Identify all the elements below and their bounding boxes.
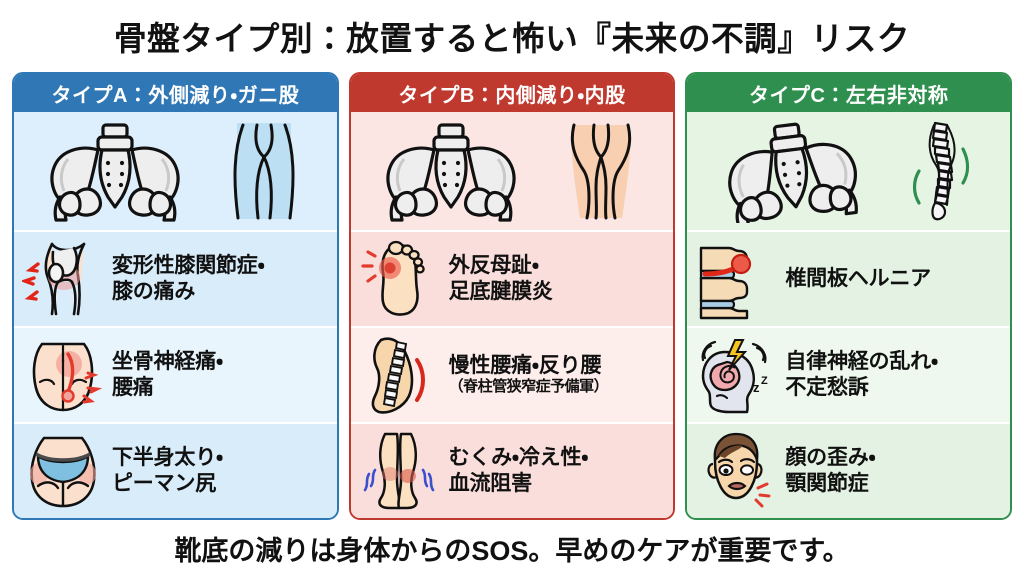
column-type-b: タイプB：内側減り・内股 [348,72,676,520]
risk-label-sub: （脊柱管狭窄症予備軍） [448,378,609,396]
risk-label-line2: 顎関節症 [785,472,869,495]
risk-label-line1: 変形性膝関節症・ [112,254,265,278]
footer-bar: 靴底の減りは身体からのSOS。早めのケアが重要です。 [0,520,1024,576]
swollen-legs-icon [357,428,443,514]
risk-label-line1: 顔の歪み・ [785,446,876,470]
face-jaw-pain-icon [693,428,779,514]
hero-illustration-type-b [350,112,674,230]
svg-text:z: z [753,380,760,395]
risk-label-line1: 坐骨神経痛・ [112,350,223,374]
risk-row: z Z 自律神経の乱れ・ 不定愁訴 [687,326,1011,422]
risk-list-type-a: 変形性膝関節症・ 膝の痛み [14,230,337,518]
risk-label-line1: 自律神経の乱れ・ [785,350,938,374]
hip-sciatic-nerve-icon [20,332,106,418]
risk-label-line1: 下半身太り・ [112,446,223,470]
risk-label-line1: 慢性腰痛・反り腰 [448,353,602,377]
risk-row: 慢性腰痛・反り腰 （脊柱管狭窄症予備軍） [350,326,674,422]
risk-label-line1: 椎間板ヘルニア [785,267,931,291]
risk-row: 坐骨神経痛・ 腰痛 [14,326,337,422]
risk-row: むくみ・冷え性・ 血流阻害 [350,422,674,518]
risk-label: 顔の歪み・ 顎関節症 [785,445,1002,496]
risk-label-line1: 外反母趾・ [448,254,539,278]
column-header-type-a: タイプA：外側減り・ガニ股 [14,74,337,112]
pelvis-tilted-icon [717,119,867,223]
risk-row: 下半身太り・ ピーマン尻 [14,422,337,518]
risk-label-line2: 膝の痛み [112,280,196,303]
risk-label: むくみ・冷え性・ 血流阻害 [449,445,666,496]
head-brain-stress-icon: z Z [693,332,779,418]
risk-list-type-c: 椎間板ヘルニア [687,230,1011,518]
bow-legs-icon [221,119,307,223]
column-type-c: タイプC：左右非対称 [685,72,1013,520]
spine-scoliosis-icon [905,119,977,223]
risk-row: 椎間板ヘルニア [687,230,1011,326]
risk-label: 自律神経の乱れ・ 不定愁訴 [785,349,1002,400]
page-title: 骨盤タイプ別：放置すると怖い『未来の不調』リスク [114,20,910,57]
vertebra-disc-hernia-icon [693,236,779,322]
foot-bunion-icon [357,236,443,322]
pelvis-front-icon [376,119,526,223]
risk-label-line2: ピーマン尻 [112,472,216,495]
risk-row: 変形性膝関節症・ 膝の痛み [14,230,337,326]
footer-message: 靴底の減りは身体からのSOS。早めのケアが重要です。 [174,535,850,566]
risk-label-line2: 血流阻害 [448,472,532,495]
risk-label-line2: 足底腱膜炎 [448,280,553,303]
pelvis-front-icon [40,119,190,223]
risk-label: 外反母趾・ 足底腱膜炎 [449,253,666,304]
risk-label: 変形性膝関節症・ 膝の痛み [112,253,329,304]
risk-row: 顔の歪み・ 顎関節症 [687,422,1011,518]
knock-knees-icon [558,119,644,223]
column-type-a: タイプA：外側減り・ガニ股 [12,72,339,520]
risk-label-line2: 腰痛 [112,376,154,399]
risk-label: 坐骨神経痛・ 腰痛 [112,349,329,400]
risk-label: 慢性腰痛・反り腰 （脊柱管狭窄症予備軍） [449,353,666,397]
type-columns: タイプA：外側減り・ガニ股 [0,72,1024,520]
hero-illustration-type-c [687,112,1011,230]
knee-joint-icon [20,236,106,322]
risk-row: 外反母趾・ 足底腱膜炎 [350,230,674,326]
title-bar: 骨盤タイプ別：放置すると怖い『未来の不調』リスク [0,0,1024,72]
column-header-type-b: タイプB：内側減り・内股 [350,74,674,112]
spine-side-curve-icon [357,332,443,418]
risk-label: 下半身太り・ ピーマン尻 [112,445,329,496]
risk-list-type-b: 外反母趾・ 足底腱膜炎 [350,230,674,518]
hero-illustration-type-a [14,112,337,230]
risk-label-line2: 不定愁訴 [785,376,869,399]
risk-label: 椎間板ヘルニア [785,266,1002,292]
column-header-type-c: タイプC：左右非対称 [687,74,1011,112]
risk-label-line1: むくみ・冷え性・ [448,446,589,470]
lower-body-hips-icon [20,428,106,514]
svg-text:Z: Z [761,375,768,387]
